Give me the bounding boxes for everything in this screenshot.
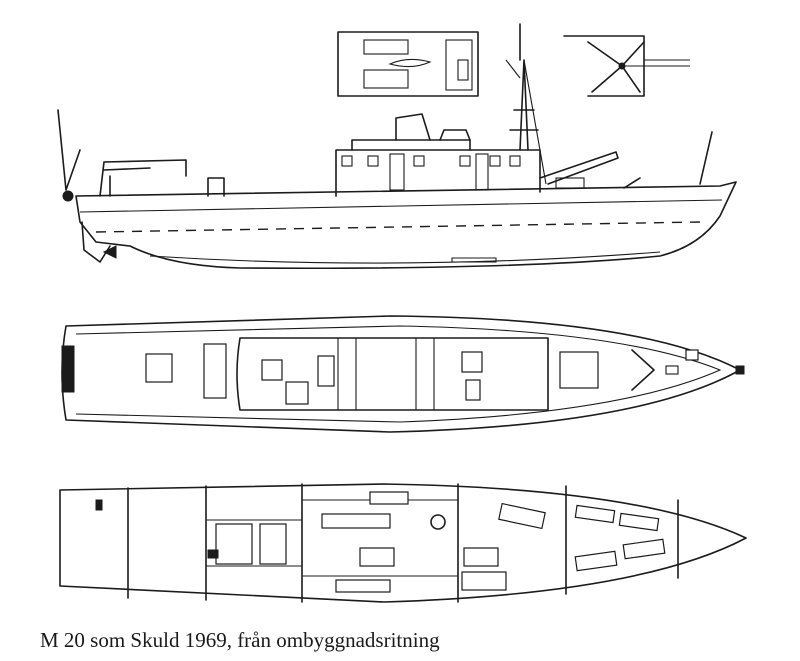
below-deck-plan xyxy=(59,483,747,603)
bridge-top-inset xyxy=(337,31,479,97)
deck-plan xyxy=(61,315,745,433)
bow-detail-inset xyxy=(563,35,690,97)
ship-plan-drawing xyxy=(57,23,747,603)
figure-caption: M 20 som Skuld 1969, från ombyggnadsritn… xyxy=(40,628,440,652)
side-elevation xyxy=(57,23,737,270)
